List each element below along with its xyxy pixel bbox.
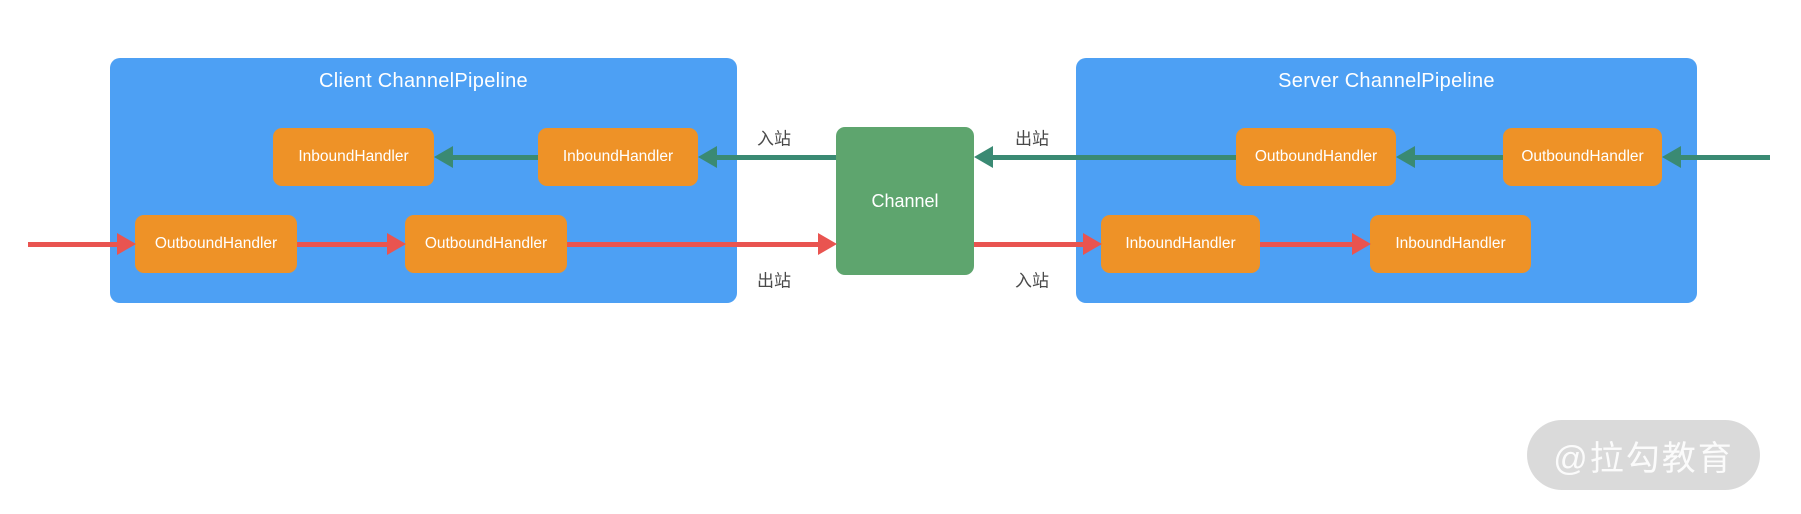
handler-label: InboundHandler — [1125, 235, 1236, 252]
arrow-line — [1678, 155, 1770, 160]
client-pipeline-title: Client ChannelPipeline — [319, 70, 528, 92]
server-outbound-handler-1: OutboundHandler — [1236, 128, 1396, 186]
client-outbound-handler-2: OutboundHandler — [405, 215, 567, 273]
handler-label: OutboundHandler — [424, 235, 548, 252]
server-inbound-handler-1: InboundHandler — [1101, 215, 1260, 273]
right-arrowhead-icon — [1352, 233, 1371, 255]
left-arrowhead-icon — [698, 146, 717, 168]
right-arrowhead-icon — [117, 233, 136, 255]
handler-label: OutboundHandler — [1521, 148, 1644, 165]
watermark-badge: @拉勾教育 — [1527, 420, 1760, 490]
client-inbound-handler-2: InboundHandler — [538, 128, 698, 186]
arrow-line — [297, 242, 389, 247]
arrow-line — [974, 242, 1085, 247]
arrow-line — [450, 155, 538, 160]
flow-label-left-inbound: 入站 — [757, 129, 791, 149]
right-arrowhead-icon — [818, 233, 837, 255]
client-outbound-handler-1: OutboundHandler — [135, 215, 297, 273]
channel-box: Channel — [836, 127, 974, 275]
right-arrowhead-icon — [387, 233, 406, 255]
handler-label: OutboundHandler — [1254, 148, 1378, 165]
handler-label: InboundHandler — [562, 148, 674, 165]
server-inbound-handler-2: InboundHandler — [1370, 215, 1531, 273]
arrow-line — [28, 242, 119, 247]
server-outbound-handler-2: OutboundHandler — [1503, 128, 1662, 186]
client-inbound-handler-1: InboundHandler — [273, 128, 434, 186]
left-arrowhead-icon — [974, 146, 993, 168]
server-pipeline-title: Server ChannelPipeline — [1278, 70, 1495, 92]
flow-label-right-inbound: 入站 — [1015, 271, 1049, 291]
flow-label-left-outbound: 出站 — [757, 271, 791, 291]
left-arrowhead-icon — [1662, 146, 1681, 168]
arrow-line — [567, 242, 820, 247]
channel-label: Channel — [871, 190, 939, 211]
arrow-line — [990, 155, 1236, 160]
watermark-text: @拉勾教育 — [1553, 439, 1734, 478]
flow-label-right-outbound: 出站 — [1015, 129, 1049, 149]
right-arrowhead-icon — [1083, 233, 1102, 255]
left-arrowhead-icon — [434, 146, 453, 168]
handler-label: OutboundHandler — [154, 235, 278, 252]
arrow-line — [1412, 155, 1503, 160]
arrow-line — [714, 155, 836, 160]
handler-label: InboundHandler — [298, 148, 409, 165]
handler-label: InboundHandler — [1395, 235, 1506, 252]
arrow-line — [1260, 242, 1354, 247]
left-arrowhead-icon — [1396, 146, 1415, 168]
